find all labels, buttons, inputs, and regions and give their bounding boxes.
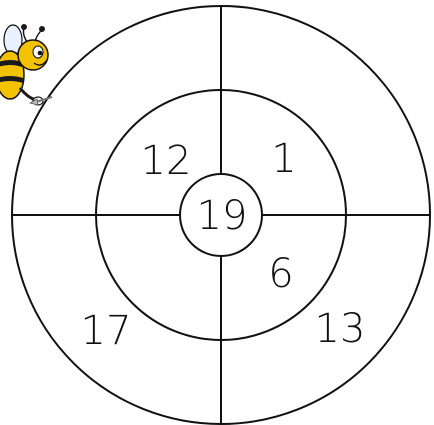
bee-head bbox=[18, 40, 48, 70]
middle-top-left-number: 12 bbox=[141, 138, 192, 184]
middle-bottom-right-number: 6 bbox=[268, 251, 293, 297]
outer-bottom-right-number: 13 bbox=[315, 306, 366, 352]
bee-with-dart-icon bbox=[0, 24, 52, 105]
bee-pupil bbox=[38, 51, 43, 56]
outer-bottom-left-number: 17 bbox=[81, 308, 132, 354]
bee-antenna-tip-right bbox=[39, 26, 45, 32]
bullseye-number: 19 bbox=[197, 193, 248, 239]
middle-top-right-number: 1 bbox=[271, 136, 296, 182]
bee-antenna-tip-left bbox=[21, 24, 27, 30]
